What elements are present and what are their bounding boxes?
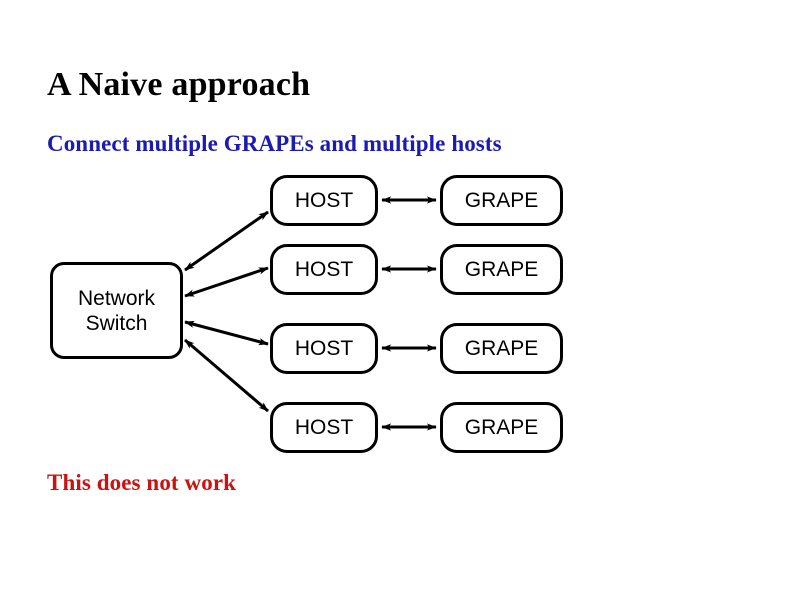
slide-footnote: This does not work xyxy=(47,470,237,495)
host-node[interactable]: HOST xyxy=(270,244,378,295)
switch-host-arrow xyxy=(184,320,269,346)
host-node[interactable]: HOST xyxy=(270,402,378,453)
switch-host-arrow xyxy=(184,338,269,413)
grape-node[interactable]: GRAPE xyxy=(440,175,563,226)
host-node[interactable]: HOST xyxy=(270,175,378,226)
grape-node[interactable]: GRAPE xyxy=(440,402,563,453)
slide-subtitle: Connect multiple GRAPEs and multiple hos… xyxy=(47,131,502,156)
grape-node[interactable]: GRAPE xyxy=(440,244,563,295)
network-switch-node[interactable]: Network Switch xyxy=(50,262,183,359)
switch-host-arrow xyxy=(184,266,269,298)
host-node[interactable]: HOST xyxy=(270,323,378,374)
switch-host-arrow xyxy=(184,210,269,272)
page-title: A Naive approach xyxy=(47,66,311,103)
grape-node[interactable]: GRAPE xyxy=(440,323,563,374)
